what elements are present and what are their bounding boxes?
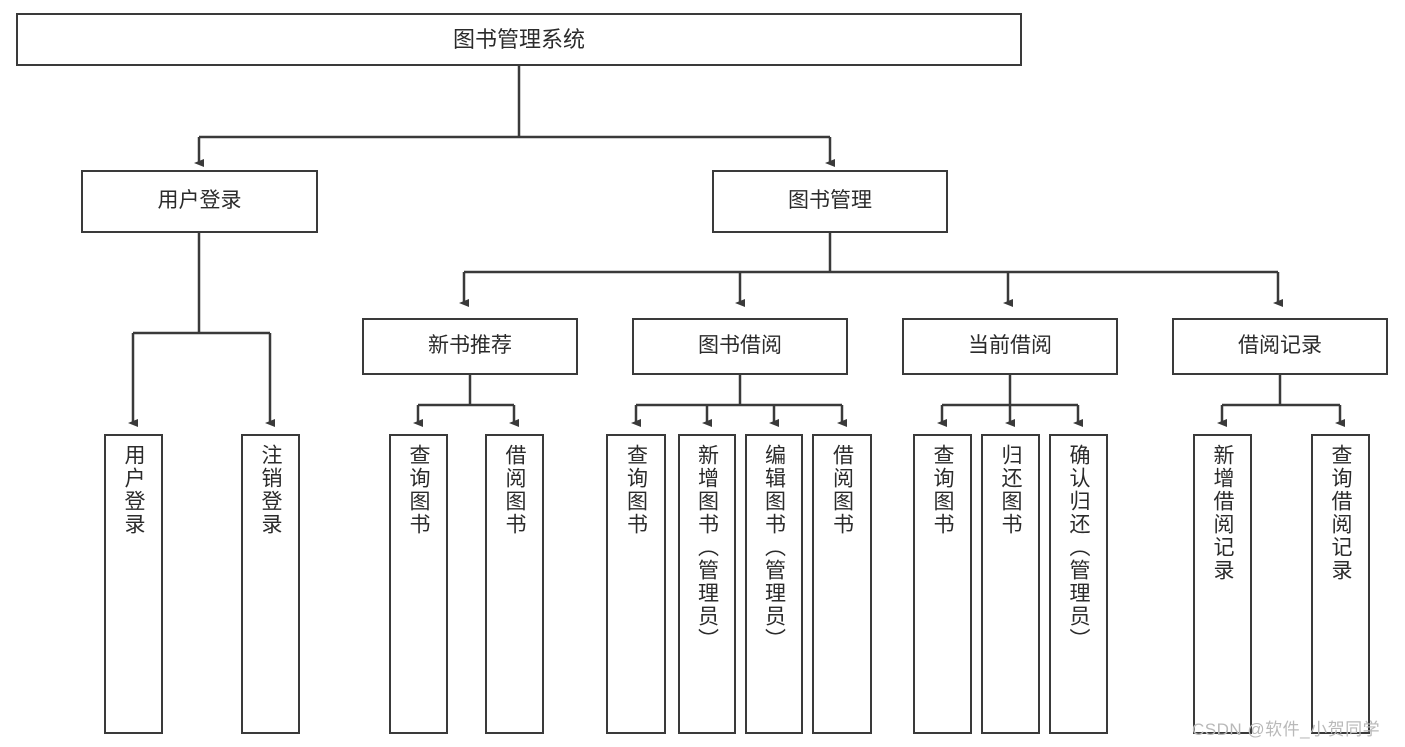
leaf-borrow-edit-book-admin[interactable]: 编辑图书（管理员） xyxy=(745,434,803,734)
leaf-current-query-book[interactable]: 查询图书 xyxy=(913,434,972,734)
leaf-current-confirm-return-admin[interactable]: 确认归还（管理员） xyxy=(1049,434,1108,734)
node-label: 新增图书（管理员） xyxy=(695,444,719,651)
leaf-user-login[interactable]: 用户登录 xyxy=(104,434,163,734)
node-label: 查询借阅记录 xyxy=(1329,444,1353,582)
node-label: 查询图书 xyxy=(407,444,431,536)
csdn-watermark: CSDN @软件_小贺同学 xyxy=(1192,720,1381,739)
leaf-borrow-query-book[interactable]: 查询图书 xyxy=(606,434,666,734)
node-label: 用户登录 xyxy=(122,444,146,536)
leaf-user-logout[interactable]: 注销登录 xyxy=(241,434,300,734)
node-user-login[interactable]: 用户登录 xyxy=(81,170,318,233)
leaf-recommend-query-book[interactable]: 查询图书 xyxy=(389,434,448,734)
leaf-current-return-book[interactable]: 归还图书 xyxy=(981,434,1040,734)
leaf-recommend-borrow-book[interactable]: 借阅图书 xyxy=(485,434,544,734)
node-label: 用户登录 xyxy=(157,189,242,213)
node-label: 图书管理 xyxy=(788,189,872,213)
leaf-borrow-borrow-book[interactable]: 借阅图书 xyxy=(812,434,872,734)
node-label: 借阅图书 xyxy=(503,444,527,536)
node-current-borrow[interactable]: 当前借阅 xyxy=(902,318,1118,375)
node-book-borrow[interactable]: 图书借阅 xyxy=(632,318,848,375)
node-label: 编辑图书（管理员） xyxy=(762,444,786,651)
leaf-record-query-record[interactable]: 查询借阅记录 xyxy=(1311,434,1370,734)
node-label: 查询图书 xyxy=(931,444,955,536)
node-root-system[interactable]: 图书管理系统 xyxy=(16,13,1022,66)
leaf-record-add-record[interactable]: 新增借阅记录 xyxy=(1193,434,1252,734)
node-label: 当前借阅 xyxy=(968,334,1052,358)
node-label: 注销登录 xyxy=(259,444,283,536)
node-label: 查询图书 xyxy=(624,444,648,536)
node-borrow-record[interactable]: 借阅记录 xyxy=(1172,318,1388,375)
node-new-book-recommend[interactable]: 新书推荐 xyxy=(362,318,578,375)
node-label: 借阅图书 xyxy=(830,444,854,536)
node-label: 新增借阅记录 xyxy=(1211,444,1235,582)
node-label: 归还图书 xyxy=(999,444,1023,536)
node-book-management[interactable]: 图书管理 xyxy=(712,170,948,233)
node-label: 新书推荐 xyxy=(428,334,512,358)
node-label: 图书借阅 xyxy=(698,334,782,358)
leaf-borrow-add-book-admin[interactable]: 新增图书（管理员） xyxy=(678,434,736,734)
node-label: 借阅记录 xyxy=(1238,334,1322,358)
node-label: 图书管理系统 xyxy=(452,26,585,52)
node-label: 确认归还（管理员） xyxy=(1067,444,1091,651)
